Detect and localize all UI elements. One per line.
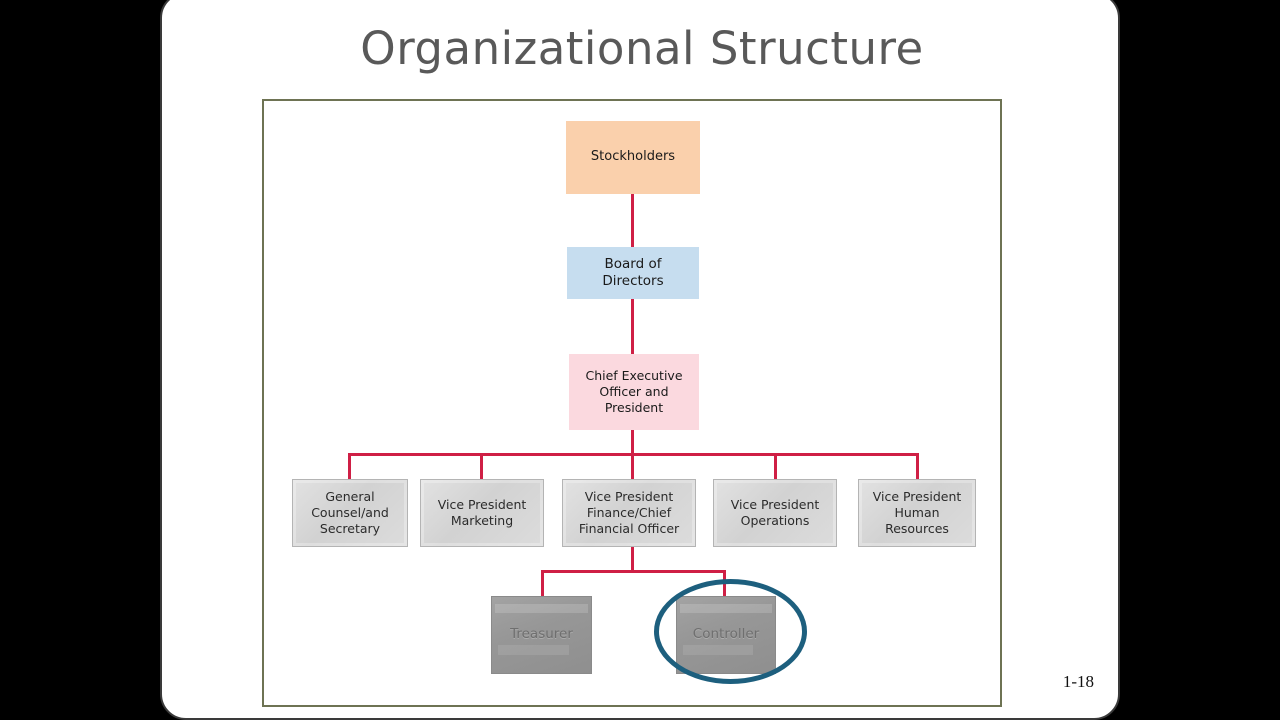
node-ceo-line-3: President (604, 400, 664, 415)
node-general-counsel-line-2: Counsel/and (311, 505, 389, 520)
node-vp-marketing-line-1: Vice President (437, 497, 527, 512)
node-vice-president-marketing: Vice President Marketing (420, 479, 544, 547)
org-chart: Stockholders Board of Directors Chief Ex… (264, 101, 1000, 705)
node-stockholders: Stockholders (566, 121, 700, 194)
connector-bus-vp-human-resources (916, 453, 919, 479)
node-vp-marketing-line-2: Marketing (450, 513, 514, 528)
node-ceo-line-2: Officer and (599, 384, 669, 399)
node-vp-operations-line-1: Vice President (730, 497, 820, 512)
node-vp-operations-line-2: Operations (740, 513, 810, 528)
node-treasurer-label: Treasurer (510, 626, 573, 643)
node-board-line-2: Directors (602, 273, 664, 289)
node-vp-hr-line-1: Vice President (872, 489, 962, 504)
content-frame: Stockholders Board of Directors Chief Ex… (262, 99, 1002, 707)
node-board-of-directors: Board of Directors (567, 247, 699, 299)
connector-board-ceo (631, 299, 634, 354)
node-general-counsel-line-1: General (325, 489, 375, 504)
node-chief-executive-officer: Chief Executive Officer and President (569, 354, 699, 430)
node-vp-hr-line-3: Resources (885, 521, 949, 536)
node-ceo-line-1: Chief Executive (585, 368, 683, 383)
connector-bus-general-counsel (348, 453, 351, 479)
node-board-line-1: Board of (604, 255, 662, 272)
connector-vp-finance-sub-bus (631, 547, 634, 572)
node-vp-hr-line-2: Human (894, 505, 940, 520)
connector-stockholders-board (631, 194, 634, 247)
connector-ceo-bus (631, 430, 634, 455)
node-general-counsel-label: General Counsel/and Secretary (311, 489, 389, 537)
highlight-ellipse-controller (654, 579, 807, 684)
node-vp-finance-label: Vice President Finance/Chief Financial O… (579, 489, 679, 537)
node-treasurer: Treasurer (491, 596, 592, 674)
node-general-counsel-and-secretary: General Counsel/and Secretary (292, 479, 408, 547)
connector-bus-vp-operations (774, 453, 777, 479)
node-vp-finance-line-3: Financial Officer (578, 521, 680, 536)
node-vice-president-operations: Vice President Operations (713, 479, 837, 547)
connector-sub-bus-treasurer (541, 570, 544, 596)
node-controller-label: Controller (692, 626, 760, 643)
node-general-counsel-line-3: Secretary (319, 521, 381, 536)
node-vp-operations-label: Vice President Operations (731, 497, 820, 529)
node-board-of-directors-label: Board of Directors (602, 256, 663, 291)
node-vice-president-human-resources: Vice President Human Resources (858, 479, 976, 547)
node-stockholders-label: Stockholders (590, 149, 676, 165)
page-number: 1-18 (1062, 672, 1094, 691)
presentation-slide: Organizational Structure (160, 0, 1120, 720)
connector-sub-bus (541, 570, 726, 573)
page-title: Organizational Structure (360, 22, 924, 75)
node-vp-finance-line-2: Finance/Chief (586, 505, 672, 520)
node-vp-finance-line-1: Vice President (584, 489, 674, 504)
connector-bus-vp-marketing (480, 453, 483, 479)
node-ceo-label: Chief Executive Officer and President (585, 368, 682, 416)
connector-bus-vp-finance (631, 453, 634, 479)
node-vp-human-resources-label: Vice President Human Resources (873, 489, 962, 537)
node-vice-president-finance: Vice President Finance/Chief Financial O… (562, 479, 696, 547)
node-vp-marketing-label: Vice President Marketing (438, 497, 527, 529)
